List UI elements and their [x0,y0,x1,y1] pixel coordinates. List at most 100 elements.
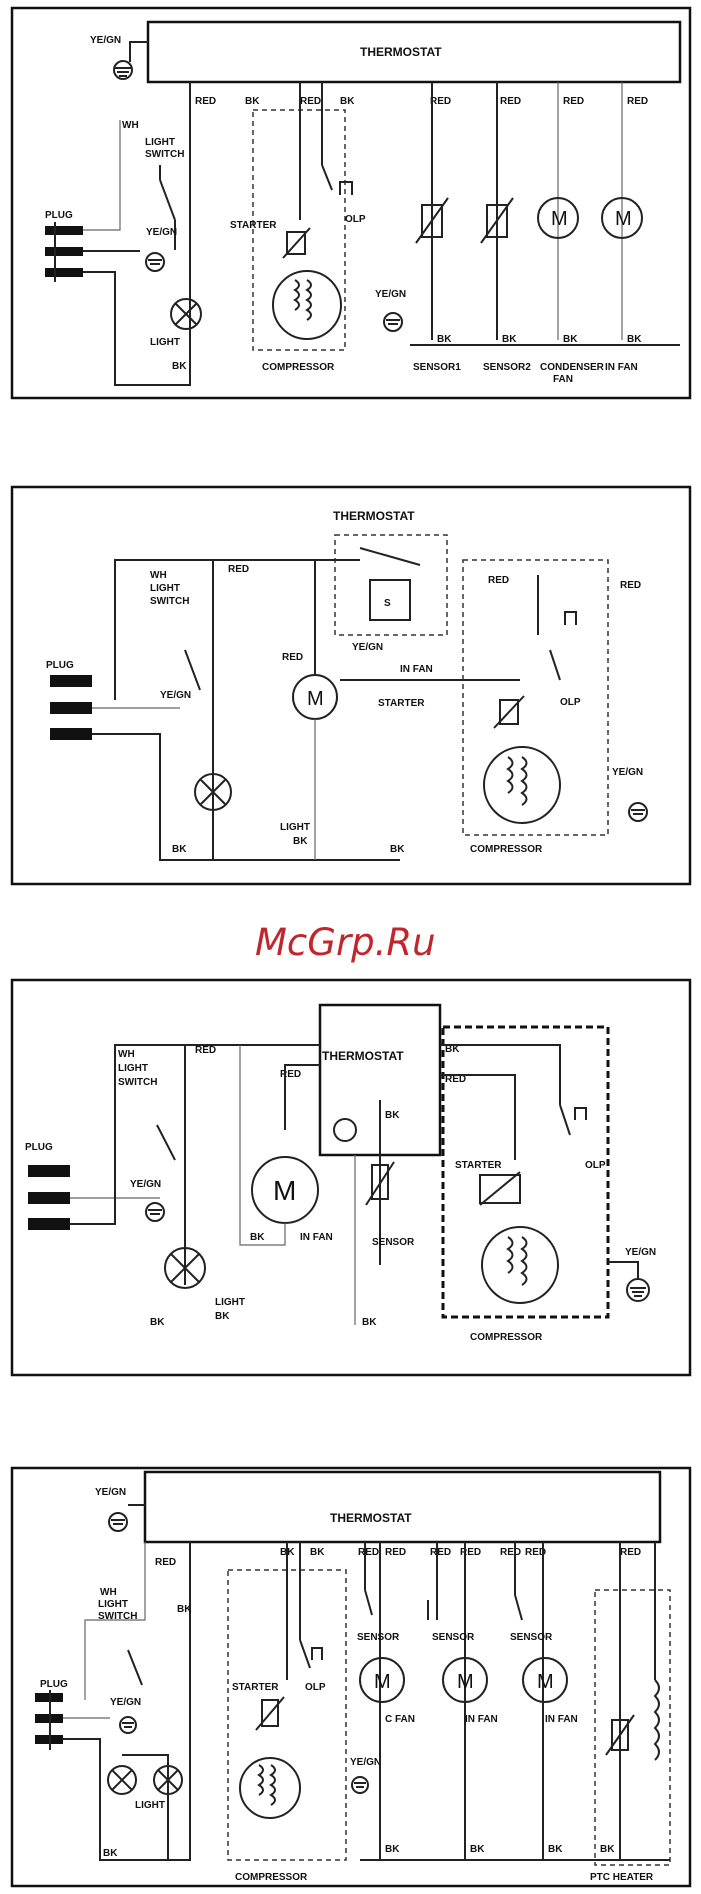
d1-red1-label: RED [195,96,216,107]
d1-bk5-label: BK [563,334,578,345]
d1-ygn3-label: YE/GN [375,289,406,300]
d4-sensor1-label: SENSOR [357,1632,400,1643]
d4-thermostat-label: THERMOSTAT [330,1511,412,1525]
d4-plug-icon [35,1690,63,1750]
d4-lamp-wire [122,1754,169,1860]
d4-cfan-label: C FAN [385,1714,415,1725]
d3-plug-icon [28,1165,70,1230]
d2-thermostat-sensor [369,579,411,621]
d4-ptc-box [594,1589,671,1866]
d3-infan-label: IN FAN [300,1232,333,1243]
d4-ygn-label: YE/GN [95,1487,126,1498]
d2-bk1-label: BK [172,844,187,855]
d4-olp-switch [299,1639,311,1669]
d2-ygn-label: YE/GN [160,690,191,701]
d3-red-top-wire [114,1044,320,1175]
d1-infan-label: IN FAN [605,362,638,373]
d4-ptc-heater-icon [653,1679,660,1761]
d4-red1-label: RED [155,1557,176,1568]
d4-bk-l-label: BK [103,1848,118,1859]
d3-bk-wire [70,1175,116,1225]
d4-infan1-motor-label: M [457,1671,474,1693]
d4-olp-label: OLP [305,1682,326,1693]
d4-red-c-label: RED [430,1547,451,1558]
d4-sensor3-switch [514,1594,523,1621]
d4-ptc-sensor-icon [611,1719,629,1751]
d3-thermostat-label: THERMOSTAT [322,1049,404,1063]
d4-infan1-label: IN FAN [465,1714,498,1725]
d3-olp-wire [440,1044,561,1105]
d3-plug-label: PLUG [25,1142,53,1153]
d4-starter-icon [261,1699,279,1727]
d4-light-label: LIGHT [135,1800,165,1811]
d1-condenser-motor-label: M [551,208,568,230]
d3-ground-icon-right [626,1278,650,1302]
d3-starter-wire [440,1074,516,1160]
d2-infan-motor-label: M [307,688,324,710]
d4-starter-label: STARTER [232,1682,279,1693]
d2-light-switch-icon[interactable] [184,649,201,691]
d1-bk3-label: BK [437,334,452,345]
d3-starter-label: STARTER [455,1160,502,1171]
d4-red-a-label: RED [358,1547,379,1558]
d3-infan-wire-top [284,1064,320,1130]
d1-ygn-label: YE/GN [90,35,121,46]
d2-thermostat-label: THERMOSTAT [333,509,415,523]
d1-ground-icon [113,60,133,80]
d4-bk-wire [63,1542,191,1861]
d3-sensor-label: SENSOR [372,1237,415,1248]
d4-bk-b-label: BK [470,1844,485,1855]
d4-plug-label: PLUG [40,1679,68,1690]
d1-wh-label: WH [122,120,139,131]
d3-olp-label: OLP [585,1160,606,1171]
d4-thermostat-box [143,1470,662,1544]
d4-red-d-label: RED [460,1547,481,1558]
d2-starter-label: STARTER [378,698,425,709]
d4-light-switch-icon[interactable] [127,1649,143,1686]
d4-infan1-motor-icon [442,1657,488,1703]
d1-plug-label: PLUG [45,210,73,221]
d2-plug-icon [50,675,92,740]
d3-red-t-label: RED [445,1074,466,1085]
d4-wh-wire [84,1542,146,1700]
d4-lamp-icon-2 [153,1765,183,1795]
d2-compressor-box [462,559,609,836]
d3-bk-b-label: BK [362,1317,377,1328]
d1-bk1-label: BK [245,96,260,107]
d4-bk3-label: BK [310,1547,325,1558]
d3-infan-wire [239,1045,286,1246]
d4-red-g-label: RED [620,1547,641,1558]
d2-thermostat-switch [359,547,421,566]
d4-ground-icon-2 [119,1716,137,1734]
d4-red-e-label: RED [500,1547,521,1558]
d4-sensor2-label: SENSOR [432,1632,475,1643]
d4-sensor1-switch [364,1589,373,1616]
d2-red-r-label: RED [620,580,641,591]
d2-compressor-label: COMPRESSOR [470,844,543,855]
d4-infan2-label: IN FAN [545,1714,578,1725]
d3-compressor-label: COMPRESSOR [470,1332,543,1343]
d1-light-switch-icon[interactable] [159,179,176,221]
d4-cfan-motor-label: M [374,1671,391,1693]
d3-light-switch-icon[interactable] [156,1124,176,1161]
d4-cfan-motor-icon [359,1657,405,1703]
d2-olp-icon [564,611,577,625]
d4-bk1-label: BK [177,1604,192,1615]
d3-red-top-label: RED [195,1045,216,1056]
d1-red5-label: RED [563,96,584,107]
d2-ground-icon-right [628,802,648,822]
d3-bk-l-label: BK [150,1317,165,1328]
d2-red-c-label: RED [488,575,509,586]
d1-red2-label: RED [300,96,321,107]
d3-ygn-r-label: YE/GN [625,1247,656,1258]
d2-compressor-motor-icon [483,746,561,824]
d3-olp-switch [559,1104,571,1136]
diagram-2-frame [10,485,692,886]
d3-starter-icon [479,1174,521,1204]
d2-thermostat-box [334,534,448,636]
